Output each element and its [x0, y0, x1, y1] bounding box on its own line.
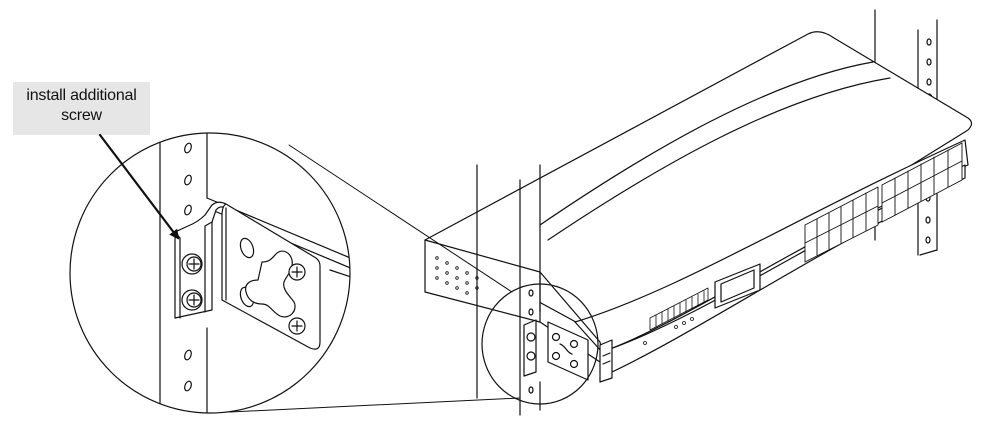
port-block-right [882, 143, 962, 222]
phillips-screw-icon [289, 318, 305, 334]
zoom-connector-lines [230, 145, 520, 412]
small-mounting-bracket [524, 320, 588, 380]
side-vents [436, 257, 479, 295]
zoom-detail [70, 120, 360, 420]
console-port [715, 264, 760, 308]
callout-text-line-1: install additional [26, 87, 137, 104]
callout-text-line-2: screw [61, 107, 102, 124]
phillips-screw-icon [289, 264, 305, 280]
front-rack-rail [477, 165, 540, 415]
pointer-arrow-icon [100, 135, 180, 240]
callout-label: install additional screw [13, 82, 150, 135]
phillips-screw-icon [182, 290, 202, 310]
zoom-source-circle [482, 284, 598, 404]
phillips-screw-icon [182, 254, 202, 274]
switch-top-surface [425, 32, 972, 346]
zoom-rack-rail [160, 120, 207, 420]
port-block-left [805, 187, 878, 262]
plate-screws [289, 264, 305, 334]
flange-screws [182, 254, 202, 310]
led-indicators [644, 288, 709, 345]
switch-in-rack [425, 10, 972, 415]
